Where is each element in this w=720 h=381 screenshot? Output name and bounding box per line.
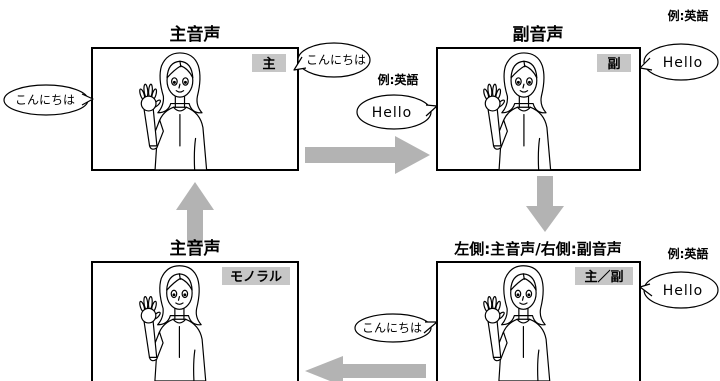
- arrow-down: [526, 176, 564, 232]
- speech-bubble-english: 例:英語 Hello: [356, 72, 438, 130]
- panel-title: 左側:主音声/右側:副音声: [453, 240, 621, 258]
- bubble-text: Hello: [663, 55, 704, 71]
- example-language-note: 例:英語: [668, 8, 709, 23]
- audio-tag: モノラル: [230, 270, 282, 285]
- bubble-text: こんにちは: [362, 321, 422, 335]
- audio-tag: 副: [607, 57, 620, 72]
- audio-tag-background: [575, 267, 633, 285]
- panel-title: 主音声: [170, 24, 221, 45]
- example-language-note: 例:英語: [378, 72, 419, 87]
- arrow-up: [176, 182, 214, 245]
- audio-tag-background: [222, 267, 290, 285]
- audio-tag: 主／副: [584, 269, 623, 285]
- panel-title: 主音声: [170, 238, 221, 259]
- bubble-text: こんにちは: [15, 93, 75, 107]
- arrow-right: [305, 136, 430, 174]
- panel-sub-audio: 副音声 副: [436, 24, 641, 171]
- audio-tag: 主: [262, 56, 275, 72]
- bubble-text: こんにちは: [306, 53, 366, 67]
- arrow-left: [305, 356, 426, 381]
- panel-dual-audio: 左側:主音声/右側:副音声 主／副: [436, 240, 641, 381]
- panel-mono-audio: 主音声 モノラル: [91, 238, 299, 381]
- bubble-text: Hello: [663, 283, 704, 299]
- speech-bubble-english: 例:英語 Hello: [639, 8, 719, 81]
- speech-bubble-japanese: こんにちは: [293, 42, 371, 78]
- panel-main-audio: 主音声 主: [91, 24, 299, 171]
- audio-tag-background: [252, 54, 286, 72]
- speech-bubble-english: 例:英語 Hello: [639, 246, 719, 309]
- speech-bubble-japanese: こんにちは: [3, 84, 94, 116]
- bubble-text: Hello: [372, 105, 413, 121]
- panel-title: 副音声: [513, 24, 564, 45]
- example-language-note: 例:英語: [668, 246, 709, 261]
- audio-tag-background: [597, 54, 631, 72]
- speech-bubble-japanese: こんにちは: [354, 313, 438, 343]
